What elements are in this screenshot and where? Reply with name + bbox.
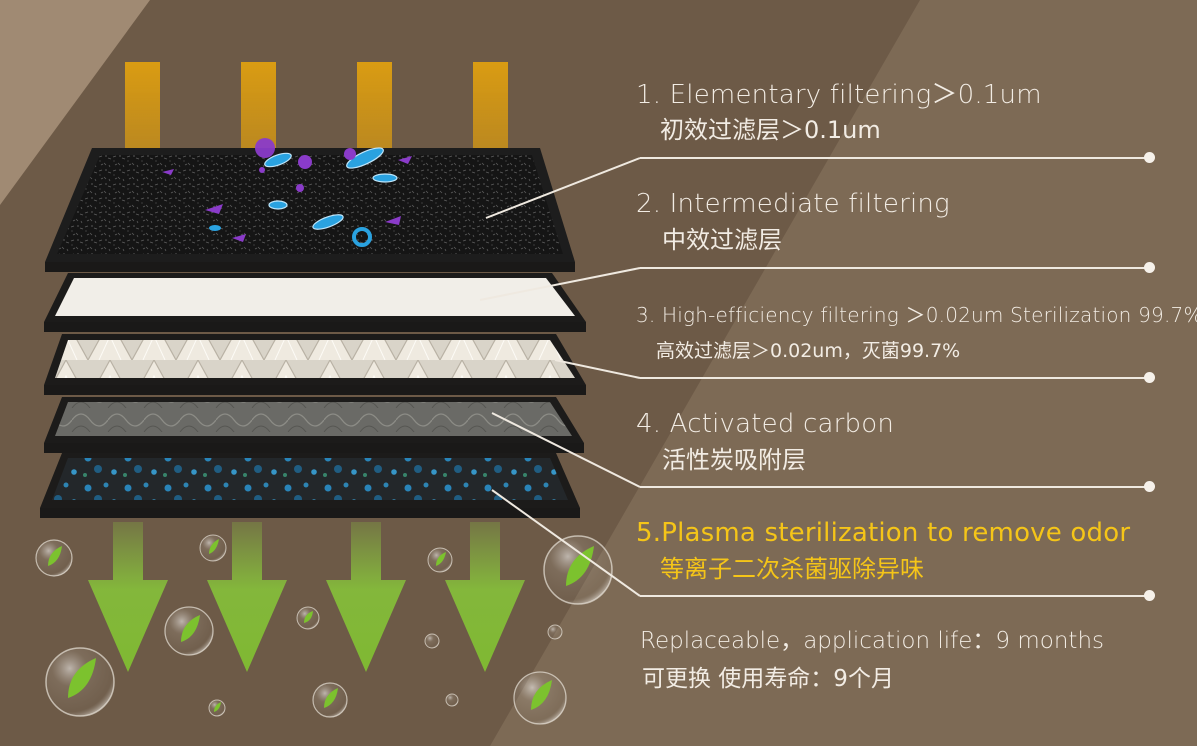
down-arrow-icon [88,522,525,672]
layer-activated-carbon [44,397,584,453]
leader-line-1 [640,157,1150,159]
leader-lines [479,157,641,597]
layer-3-label-en: 3. High-efficiency filtering ＞0.02um Ste… [636,303,1197,327]
leader-line-4 [640,486,1150,488]
layer-2-label-en: 2. Intermediate filtering [636,189,950,219]
layer-5-label-en: 5.Plasma sterilization to remove odor [636,518,1131,548]
leader-dot-2 [1144,262,1155,273]
layer-4-label-cn: 活性炭吸附层 [662,446,806,474]
background-corner-accent [0,0,150,205]
leader-dot-4 [1144,481,1155,492]
layer-2-label-cn: 中效过滤层 [662,226,782,254]
background-diagonal-panel [490,0,1197,746]
leader-line-3 [640,377,1150,379]
layer-1-label-cn: 初效过滤层＞0.1um [660,116,881,144]
layer-1-label-en: 1. Elementary filtering＞0.1um [636,80,1042,110]
layer-intermediate-filter [44,273,586,332]
leader-line-5 [640,595,1150,597]
leader-line-2 [640,267,1150,269]
leader-dot-1 [1144,152,1155,163]
layer-high-efficiency-filter [44,334,586,395]
leader-dot-3 [1144,372,1155,383]
layer-3-label-cn: 高效过滤层＞0.02um，灭菌99.7% [656,340,961,362]
leaf-bubble-icon [35,534,613,725]
leader-dot-5 [1144,590,1155,601]
replaceable-note-cn: 可更换 使用寿命：9个月 [642,666,894,692]
layer-5-label-cn: 等离子二次杀菌驱除异味 [660,555,924,583]
layer-4-label-en: 4. Activated carbon [636,409,894,439]
particle-icon [162,138,412,242]
bacteria-icon [209,147,398,247]
replaceable-note-en: Replaceable，application life：9 months [640,628,1104,654]
layer-elementary-filter [45,148,575,272]
layer-plasma-sterilization [40,453,580,518]
